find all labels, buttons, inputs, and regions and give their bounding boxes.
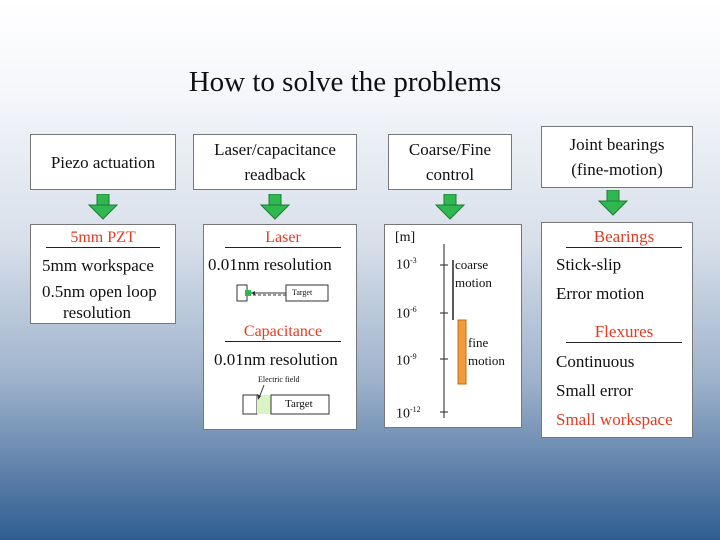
header-joint-bearings: Joint bearings(fine-motion) [541, 126, 693, 188]
capacitance-target-diagram [242, 384, 330, 415]
header-piezo-label: Piezo actuation [50, 152, 156, 172]
laser-title: Laser [225, 229, 341, 248]
coarse-fine-content-box [384, 224, 522, 428]
bearings-error-motion: Error motion [556, 284, 645, 303]
capacitance-resolution: 0.01nm resolution [214, 350, 338, 369]
flexures-small-workspace: Small workspace [556, 410, 673, 429]
bearings-stick-slip: Stick-slip [556, 255, 622, 274]
scale-label-2: 10-6 [396, 305, 417, 322]
flexures-title: Flexures [566, 322, 682, 343]
piezo-open-loop: 0.5nm open loop [42, 282, 157, 301]
down-arrow-icon [434, 194, 466, 220]
down-arrow-icon [597, 190, 629, 216]
bearings-content-box [541, 222, 693, 438]
piezo-content-box [30, 224, 176, 324]
unit-label: [m] [395, 230, 416, 245]
piezo-pzt-title: 5mm PZT [46, 229, 160, 248]
bearings-title: Bearings [566, 227, 682, 248]
header-piezo-actuation: Piezo actuation [30, 134, 176, 190]
capacitance-title: Capacitance [225, 323, 341, 342]
piezo-resolution: resolution [63, 303, 131, 322]
down-arrow-icon [87, 194, 119, 220]
piezo-workspace: 5mm workspace [42, 256, 154, 275]
laser-target-label: Target [292, 288, 313, 297]
scale-label-3: 10-9 [396, 352, 417, 369]
capacitance-target-label: Target [285, 398, 313, 410]
down-arrow-icon [259, 194, 291, 220]
scale-label-1: 10-3 [396, 256, 417, 273]
electric-field-label: Electric field [258, 375, 300, 384]
laser-resolution: 0.01nm resolution [208, 255, 332, 274]
scale-axis [440, 244, 467, 418]
laser-target-diagram [236, 284, 329, 302]
scale-label-4: 10-12 [396, 405, 421, 422]
slide-title: How to solve the problems [188, 66, 502, 98]
flexures-small-error: Small error [556, 381, 633, 400]
flexures-continuous: Continuous [556, 352, 635, 371]
